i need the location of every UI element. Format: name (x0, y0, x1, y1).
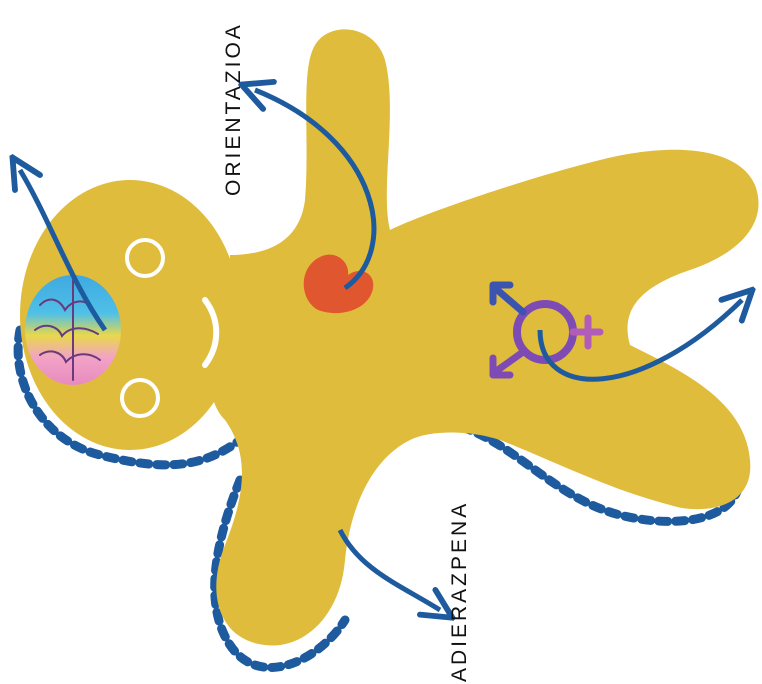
orientation-label: ORIENTAZIOA (222, 22, 246, 196)
gingerbread-body (20, 29, 759, 645)
brain-icon (25, 275, 121, 385)
expression-label: ADIERAZPENA (448, 501, 472, 682)
expression-arrow (340, 530, 440, 610)
